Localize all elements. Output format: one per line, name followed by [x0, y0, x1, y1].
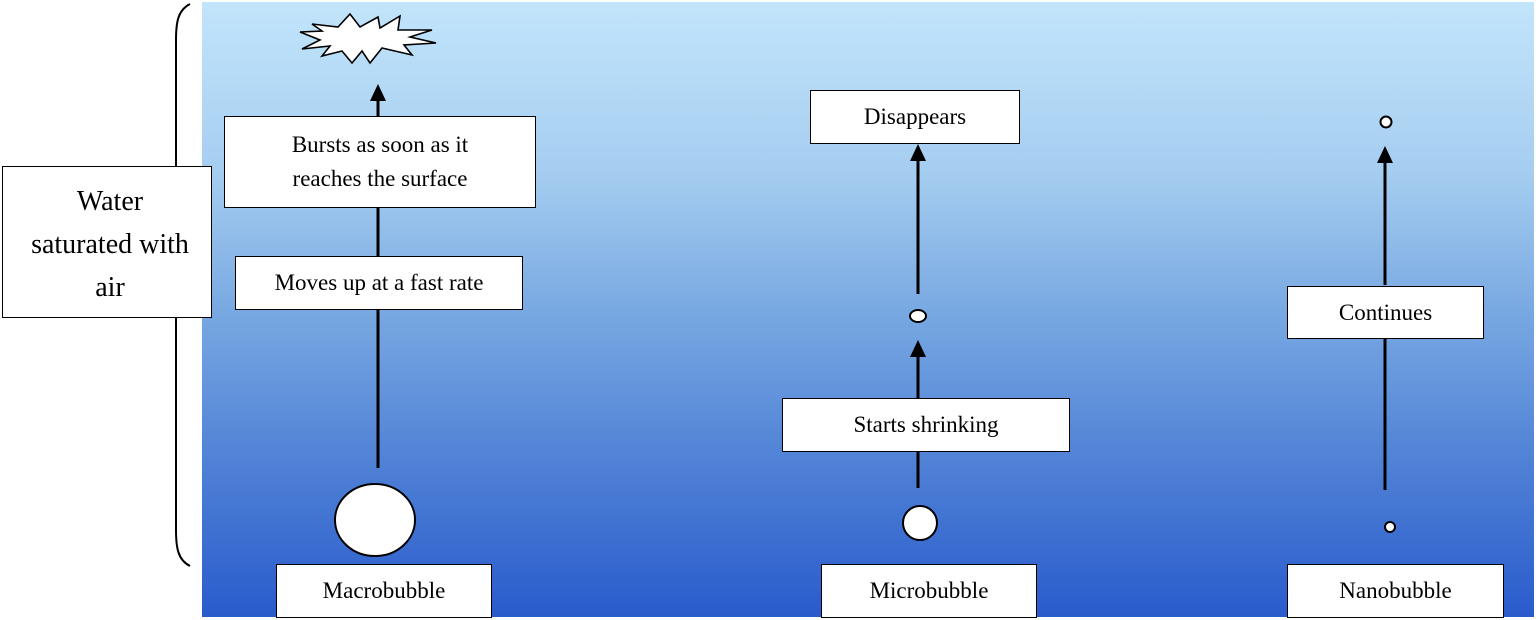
container-label-box — [2, 166, 212, 318]
micro-step1-box: Starts shrinking — [782, 398, 1070, 452]
nano-column — [1377, 115, 1396, 533]
bubble-icon — [334, 483, 416, 557]
bubble-icon — [902, 505, 938, 541]
arrow-icon — [910, 340, 926, 357]
macro-step2-box: Bursts as soon as it reaches the surface — [224, 116, 536, 208]
micro-step2-label: Disappears — [863, 104, 967, 129]
macro-step2-line2: reaches the surface — [292, 166, 468, 191]
arrow-icon — [370, 84, 386, 101]
micro-name-label: Microbubble — [869, 578, 989, 603]
macro-step1-box: Moves up at a fast rate — [235, 256, 523, 310]
container-label: Water saturated with air — [31, 186, 189, 303]
arrow-icon — [1377, 146, 1393, 163]
macro-step1-label: Moves up at a fast rate — [274, 270, 484, 295]
micro-column — [902, 144, 938, 541]
macro-name-box: Macrobubble — [276, 564, 492, 618]
macro-name-label: Macrobubble — [322, 578, 446, 603]
bubble-icon — [909, 309, 927, 323]
burst-icon — [299, 12, 437, 65]
micro-step1-label: Starts shrinking — [853, 412, 999, 437]
nano-step1-box: Continues — [1287, 286, 1484, 339]
macro-step2-line1: Bursts as soon as it — [291, 132, 469, 157]
nano-name-label: Nanobubble — [1339, 578, 1452, 603]
macro-column — [299, 12, 437, 557]
micro-name-box: Microbubble — [821, 564, 1037, 618]
nano-step1-label: Continues — [1338, 299, 1433, 325]
micro-step2-box: Disappears — [810, 90, 1020, 144]
arrow-icon — [910, 144, 926, 161]
nano-name-box: Nanobubble — [1287, 564, 1504, 618]
bubble-icon — [1384, 521, 1396, 533]
bubble-icon — [1379, 115, 1393, 129]
